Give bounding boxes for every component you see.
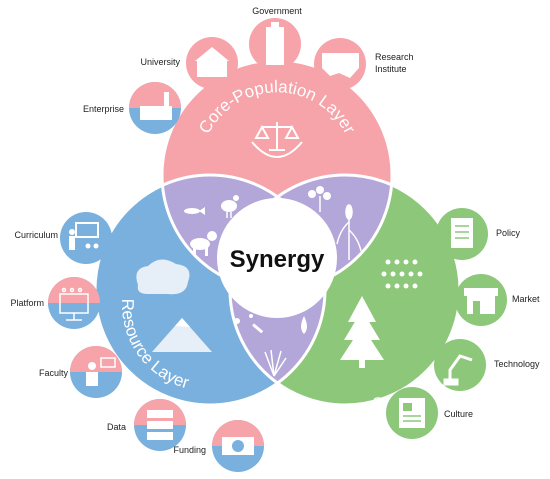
school-building-icon bbox=[195, 47, 229, 77]
map-icon bbox=[322, 53, 359, 78]
curriculum-label: Curriculum bbox=[14, 230, 58, 240]
population-icon bbox=[381, 259, 423, 289]
microbe-icon bbox=[234, 314, 264, 334]
teacher-board-icon bbox=[69, 222, 99, 250]
monitor-network-icon bbox=[59, 287, 89, 321]
funding-label: Funding bbox=[173, 445, 206, 455]
research-institute-label-line2: Institute bbox=[375, 64, 407, 74]
robot-arm-icon bbox=[443, 354, 473, 386]
synergy-center-disc bbox=[217, 198, 337, 318]
technology-node bbox=[434, 339, 486, 391]
corn-plant-icon bbox=[336, 204, 362, 260]
factory-icon bbox=[140, 92, 172, 120]
market-label: Market bbox=[512, 294, 540, 304]
hen-icon bbox=[221, 195, 239, 218]
fish-icon bbox=[184, 207, 205, 215]
banknote-icon bbox=[222, 437, 254, 455]
university-label: University bbox=[140, 57, 180, 67]
storefront-icon bbox=[464, 288, 498, 314]
faculty-label: Faculty bbox=[39, 368, 69, 378]
policy-label: Policy bbox=[496, 228, 521, 238]
mountain-icon bbox=[152, 318, 212, 352]
flowering-plant-icon bbox=[308, 186, 331, 212]
water-droplet-icon bbox=[301, 316, 307, 334]
enterprise-label: Enterprise bbox=[83, 104, 124, 114]
grass-icon bbox=[264, 349, 287, 377]
cloud-icon bbox=[136, 259, 190, 295]
technology-label: Technology bbox=[494, 359, 540, 369]
center-label: Synergy bbox=[230, 246, 325, 273]
skyscraper-icon bbox=[266, 22, 284, 65]
enterprise-node-top-band bbox=[129, 82, 181, 108]
server-icon bbox=[147, 410, 173, 440]
research-institute-label-line1: Research bbox=[375, 52, 414, 62]
dog-icon bbox=[190, 231, 217, 256]
newspaper-icon bbox=[399, 398, 425, 428]
data-label: Data bbox=[107, 422, 126, 432]
government-label: Government bbox=[252, 6, 302, 16]
pine-tree-icon bbox=[340, 296, 384, 368]
justice-scales-icon bbox=[251, 122, 303, 158]
document-icon bbox=[451, 218, 473, 248]
culture-label: Culture bbox=[444, 409, 473, 419]
platform-label: Platform bbox=[10, 298, 44, 308]
faculty-node-top-band bbox=[70, 346, 122, 372]
lecturer-icon bbox=[86, 357, 116, 386]
